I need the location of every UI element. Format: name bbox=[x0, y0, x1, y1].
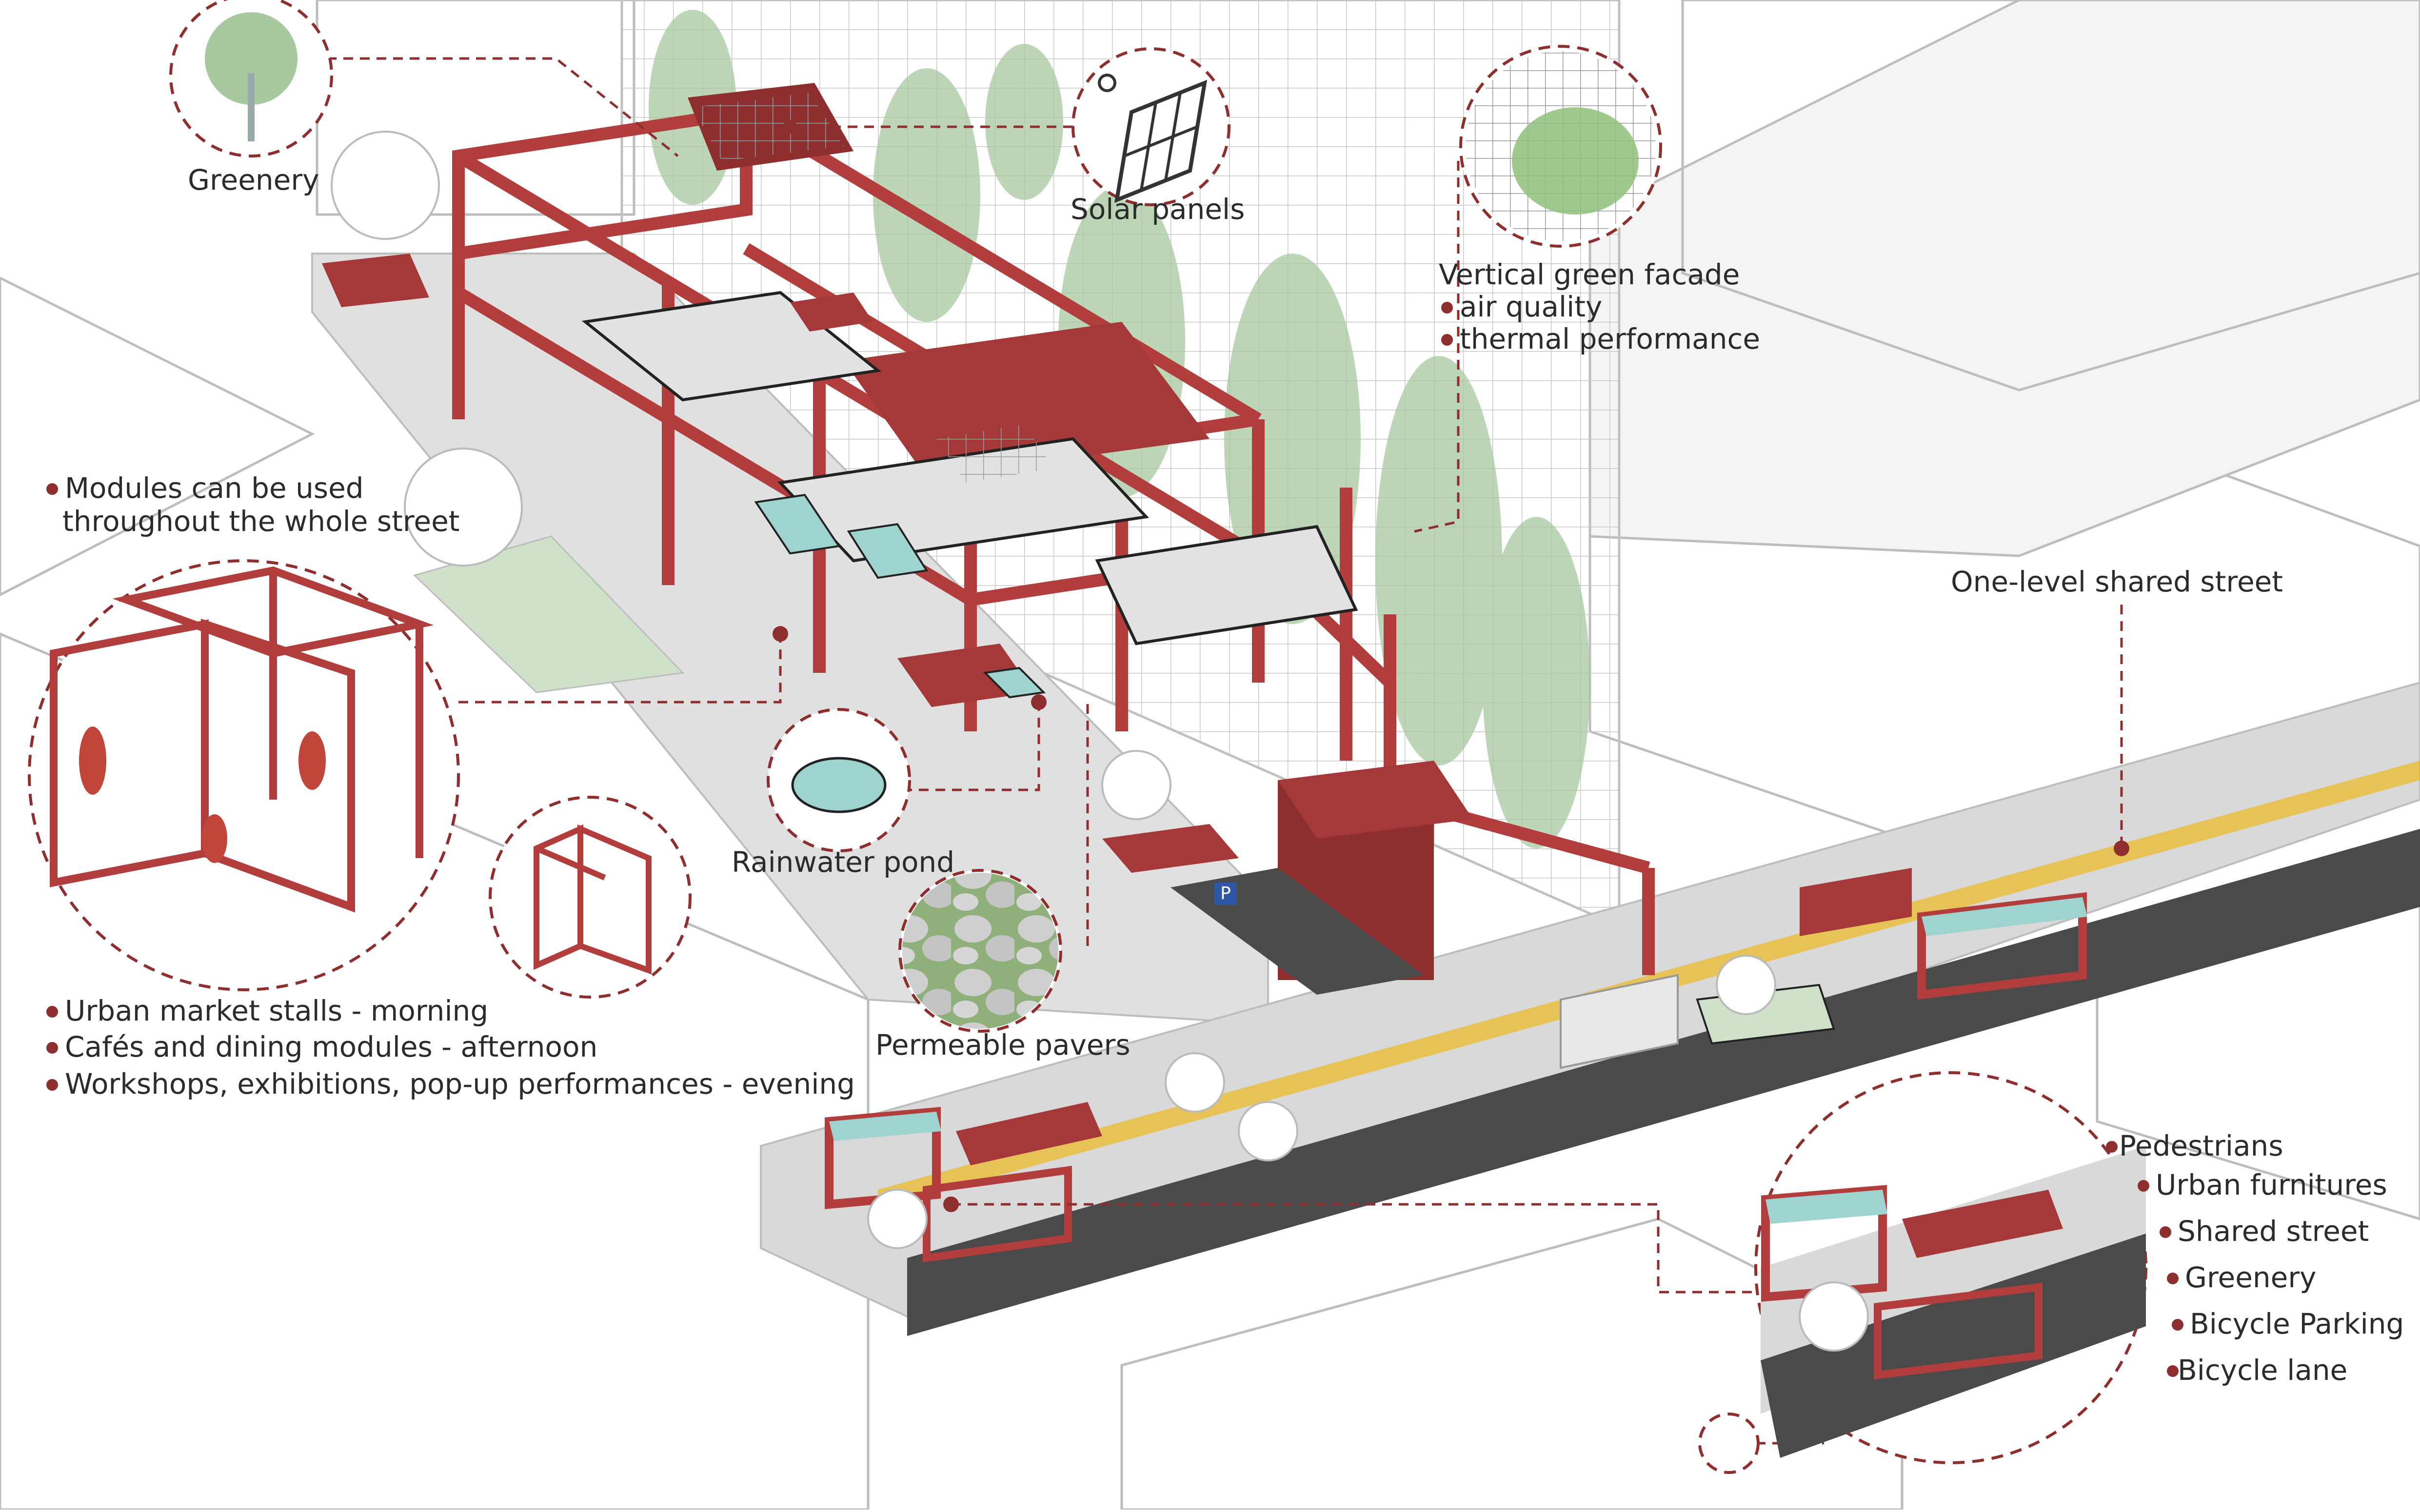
leader-lines bbox=[327, 57, 2123, 1445]
bicycle-module-icon bbox=[534, 824, 652, 975]
water-features bbox=[754, 493, 1046, 699]
legend-shared-street: Shared street bbox=[2178, 1215, 2369, 1248]
legend-bicycle-parking: Bicycle Parking bbox=[2190, 1307, 2404, 1340]
bullet-dot bbox=[1441, 334, 1453, 346]
bullet-dot bbox=[46, 1042, 58, 1054]
one-level-street-label: One-level shared street bbox=[1951, 565, 2283, 598]
market-people-icon bbox=[79, 727, 326, 863]
legend-pedestrians: Pedestrians bbox=[2119, 1129, 2283, 1162]
street-section-icon bbox=[1761, 1146, 2146, 1458]
parking-sign-icon: P bbox=[1214, 883, 1237, 905]
street-furniture bbox=[825, 892, 2087, 1263]
pavers-icon bbox=[902, 873, 1058, 1029]
modules-label-line1: Modules can be used bbox=[46, 472, 364, 505]
rainwater-pond-label: Rainwater pond bbox=[732, 845, 955, 879]
greenery-label: Greenery bbox=[188, 163, 319, 196]
pond-icon bbox=[791, 757, 887, 813]
greenery-tree-icon bbox=[205, 12, 298, 141]
bullet-dot bbox=[46, 483, 58, 495]
modules-label-line2: throughout the whole street bbox=[62, 505, 460, 538]
legend-greenery: Greenery bbox=[2185, 1261, 2317, 1294]
module-use-afternoon: Cafés and dining modules - afternoon bbox=[46, 1031, 597, 1063]
bullet-dot bbox=[46, 1006, 58, 1018]
bullet-dot bbox=[46, 1079, 58, 1091]
module-use-morning: Urban market stalls - morning bbox=[46, 995, 488, 1027]
vertical-facade-bullet-air: air quality bbox=[1441, 291, 1602, 323]
trees bbox=[331, 131, 1776, 1249]
bicycle-module-callout bbox=[489, 796, 692, 999]
legend-bicycle-lane: Bicycle lane bbox=[2178, 1354, 2348, 1387]
legend-dots bbox=[773, 120, 2183, 1377]
permeable-pavers-label: Permeable pavers bbox=[875, 1028, 1131, 1061]
solar-panel-icon bbox=[1098, 74, 1208, 203]
bullet-dot bbox=[1441, 302, 1453, 314]
legend-urban-furnitures: Urban furnitures bbox=[2156, 1168, 2387, 1201]
solar-panels-label: Solar panels bbox=[1071, 193, 1245, 226]
vertical-facade-bullet-thermal: thermal performance bbox=[1441, 323, 1760, 355]
small-solar-callout bbox=[1698, 1413, 1760, 1474]
vertical-facade-title: Vertical green facade bbox=[1439, 258, 1740, 291]
green-planters bbox=[322, 254, 1912, 936]
module-use-evening: Workshops, exhibitions, pop-up performan… bbox=[46, 1068, 855, 1100]
green-facade-icon bbox=[1466, 51, 1656, 241]
